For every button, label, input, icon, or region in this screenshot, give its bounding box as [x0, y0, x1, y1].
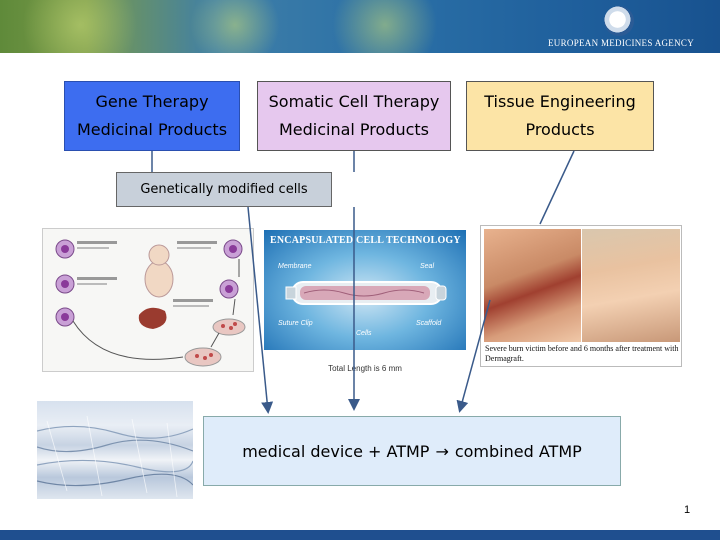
header-banner: EUROPEAN MEDICINES AGENCY: [0, 0, 720, 53]
scaffold-fabric-image: [37, 401, 193, 499]
banner-decoration: [20, 0, 140, 53]
burn-victim-photos: Severe burn victim before and 6 months a…: [480, 225, 682, 367]
burn-before-photo: [484, 229, 581, 342]
ect-label-scaffold: Scaffold: [416, 320, 442, 327]
genetically-modified-cells-label: Genetically modified cells: [140, 182, 308, 197]
genetically-modified-cells-box: Genetically modified cells: [116, 172, 332, 207]
gene-therapy-label: Gene Therapy Medicinal Products: [76, 92, 228, 139]
tissue-engineering-box: Tissue Engineering Products: [466, 81, 654, 151]
agency-name: EUROPEAN MEDICINES AGENCY: [548, 38, 695, 48]
combined-atmp-box: medical device + ATMP → combined ATMP: [203, 416, 621, 486]
ect-caption: Total Length is 6 mm: [328, 364, 402, 373]
gene-therapy-drawing: [55, 239, 246, 367]
ema-logo-icon: [604, 6, 634, 36]
somatic-cell-therapy-label: Somatic Cell Therapy Medicinal Products: [268, 92, 440, 139]
burn-after-photo: [582, 229, 680, 342]
footer-bar: [0, 530, 720, 540]
combined-right-text: combined ATMP: [454, 441, 582, 461]
ect-label-membrane: Membrane: [278, 263, 312, 270]
encapsulated-cell-technology-image: ENCAPSULATED CELL TECHNOLOGY Membrane Se…: [264, 230, 466, 378]
ect-title: ENCAPSULATED CELL TECHNOLOGY: [270, 235, 461, 246]
connector-tissue-to-photos: [539, 150, 575, 225]
fabric-texture: [37, 415, 193, 498]
combined-left-text: medical device + ATMP: [242, 441, 430, 461]
ect-label-cells: Cells: [356, 330, 372, 337]
gene-therapy-box: Gene Therapy Medicinal Products: [64, 81, 240, 151]
ect-label-seal: Seal: [420, 263, 435, 270]
banner-decoration: [330, 0, 440, 53]
ect-capsule-drawing: [285, 281, 447, 305]
tissue-engineering-label: Tissue Engineering Products: [484, 92, 636, 139]
ect-label-suture-clip: Suture Clip: [278, 320, 313, 327]
banner-decoration: [190, 0, 280, 53]
somatic-cell-therapy-box: Somatic Cell Therapy Medicinal Products: [257, 81, 451, 151]
burn-caption: Severe burn victim before and 6 months a…: [485, 344, 679, 363]
right-arrow-icon: →: [435, 441, 449, 461]
page-number: 1: [684, 504, 691, 516]
gene-therapy-illustration: [42, 228, 254, 372]
